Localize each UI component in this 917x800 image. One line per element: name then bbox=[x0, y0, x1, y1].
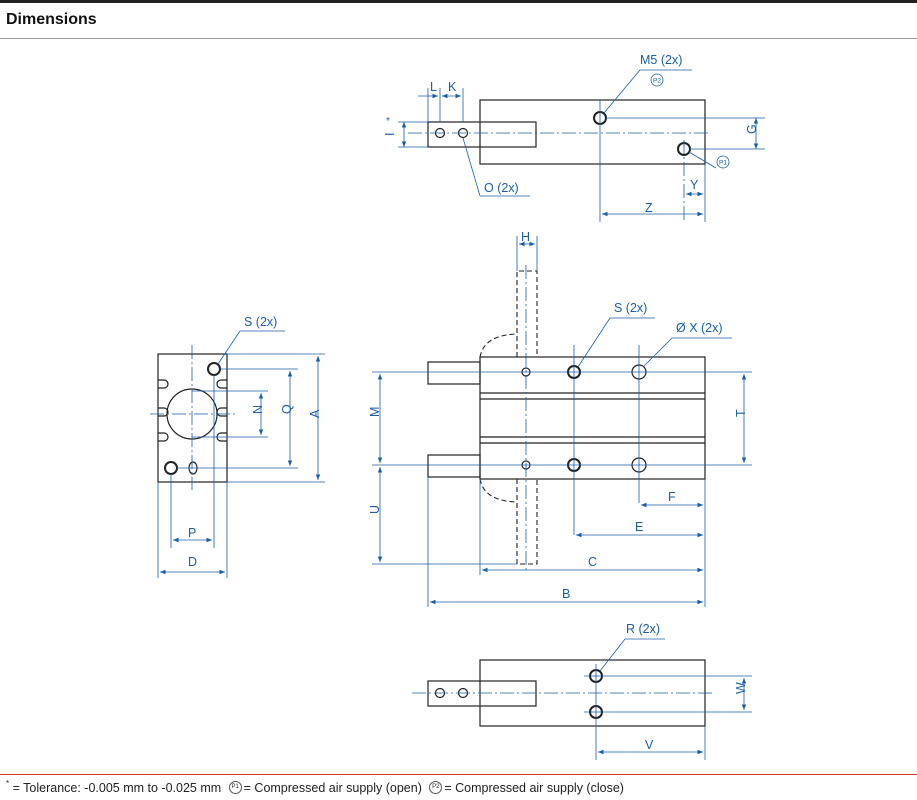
label-p: P bbox=[188, 526, 196, 540]
label-e: E bbox=[635, 520, 643, 534]
label-m5: M5 (2x) bbox=[640, 53, 682, 67]
label-i: I bbox=[383, 133, 397, 136]
front-rod-bottom bbox=[427, 454, 481, 478]
label-y: Y bbox=[690, 178, 699, 192]
bottom-view: R (2x) W V bbox=[412, 622, 752, 760]
label-front-s: S (2x) bbox=[614, 301, 647, 315]
front-body bbox=[479, 356, 706, 480]
label-z: Z bbox=[645, 201, 653, 215]
label-d: D bbox=[188, 555, 197, 569]
front-jaw-outline bbox=[516, 270, 538, 565]
footer-legend: * = Tolerance: -0.005 mm to -0.025 mm P1… bbox=[6, 779, 624, 796]
label-o: O (2x) bbox=[484, 181, 519, 195]
label-c: C bbox=[588, 555, 597, 569]
title-divider bbox=[0, 38, 917, 39]
p2-icon: P2 bbox=[429, 781, 443, 795]
label-star: * bbox=[386, 116, 390, 127]
footer-p2-text: = Compressed air supply (close) bbox=[444, 781, 624, 796]
p1-icon: P1 bbox=[228, 781, 242, 795]
label-w: W bbox=[734, 682, 748, 694]
technical-drawing: L K I * M5 (2x) G Y Z O (2x) P2 P1 bbox=[150, 53, 765, 760]
end-s-hole-top bbox=[207, 362, 221, 376]
front-view: H S (2x) Ø X (2x) M T U F E C B bbox=[368, 230, 752, 607]
footer-p1-text: = Compressed air supply (open) bbox=[243, 781, 422, 796]
label-b: B bbox=[562, 587, 570, 601]
bottom-jaw bbox=[427, 680, 537, 707]
end-view: S (2x) N Q A P D bbox=[150, 315, 325, 578]
label-v: V bbox=[645, 738, 654, 752]
label-r: R (2x) bbox=[626, 622, 660, 636]
p2-symbol bbox=[650, 73, 664, 87]
label-k: K bbox=[448, 80, 457, 94]
label-l: L bbox=[430, 80, 437, 94]
label-g: G bbox=[745, 124, 759, 134]
top-body bbox=[479, 99, 706, 165]
p1-symbol bbox=[716, 155, 730, 169]
label-h: H bbox=[521, 230, 530, 244]
end-body bbox=[157, 353, 228, 483]
p1-symbol-text: P1 bbox=[719, 160, 727, 167]
label-t: T bbox=[734, 409, 748, 417]
label-a: A bbox=[308, 409, 322, 418]
label-end-s: S (2x) bbox=[244, 315, 277, 329]
label-q: Q bbox=[280, 404, 294, 414]
label-u: U bbox=[368, 505, 382, 514]
top-view: L K I * M5 (2x) G Y Z O (2x) P2 P1 bbox=[383, 53, 765, 222]
front-rod-top bbox=[427, 361, 481, 385]
end-s-hole-bottom bbox=[164, 461, 178, 475]
p2-symbol-text: P2 bbox=[653, 78, 661, 85]
footer-divider bbox=[0, 774, 917, 775]
section-title: Dimensions bbox=[6, 11, 97, 28]
top-jaw bbox=[427, 121, 537, 148]
label-x: Ø X (2x) bbox=[676, 321, 723, 335]
label-m: M bbox=[368, 407, 382, 417]
footer-star: * bbox=[6, 779, 10, 788]
label-n: N bbox=[251, 405, 265, 414]
label-f: F bbox=[668, 490, 676, 504]
footer-tolerance: = Tolerance: -0.005 mm to -0.025 mm bbox=[12, 781, 222, 796]
top-rule bbox=[0, 0, 917, 3]
